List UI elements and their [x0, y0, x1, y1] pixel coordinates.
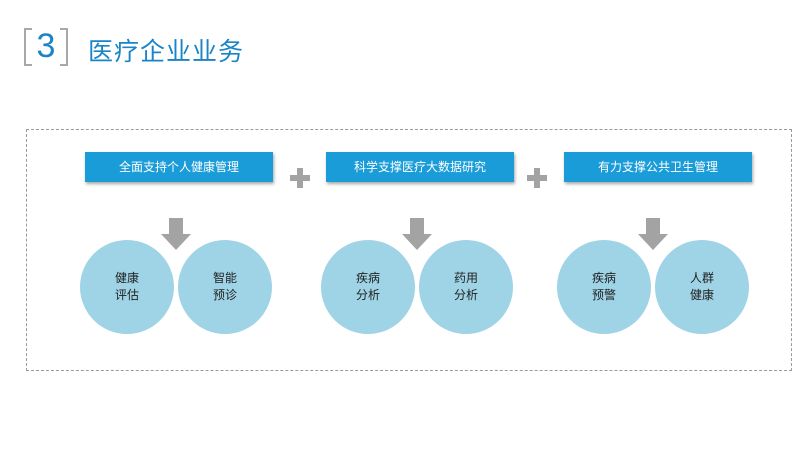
- circle-label: 健康: [689, 288, 714, 302]
- circle-label: 智能: [212, 271, 237, 285]
- down-arrow-icon: [402, 218, 432, 250]
- circle-label: 疾病: [591, 271, 616, 285]
- circle-label: 分析: [355, 288, 380, 302]
- circle-label: 人群: [689, 271, 714, 285]
- circle-label: 健康: [114, 271, 139, 285]
- group-medical-bigdata: 科学支撑医疗大数据研究 疾病 分析 药用 分析: [318, 130, 538, 370]
- banner-public-health: 有力支撑公共卫生管理: [564, 152, 752, 182]
- group-public-health: 有力支撑公共卫生管理 疾病 预警 人群 健康: [554, 130, 774, 370]
- circle-drug-analysis: 药用 分析: [418, 239, 514, 335]
- circle-health-assessment: 健康 评估: [79, 239, 175, 335]
- plus-icon: [527, 168, 547, 188]
- circle-label: 评估: [114, 288, 139, 302]
- banner-medical-bigdata: 科学支撑医疗大数据研究: [326, 152, 514, 182]
- circle-smart-prediagnosis: 智能 预诊: [177, 239, 273, 335]
- banner-personal-health: 全面支持个人健康管理: [85, 152, 273, 182]
- page-title: 医疗企业业务: [88, 37, 245, 66]
- circle-disease-warning: 疾病 预警: [556, 239, 652, 335]
- section-number: 3: [24, 26, 68, 66]
- circle-label: 预诊: [212, 288, 237, 302]
- circle-disease-analysis: 疾病 分析: [320, 239, 416, 335]
- circle-population-health: 人群 健康: [654, 239, 750, 335]
- business-frame: 全面支持个人健康管理 健康 评估 智能 预诊 科学支撑医疗大数据研究 疾病 分析: [26, 129, 792, 371]
- group-personal-health: 全面支持个人健康管理 健康 评估 智能 预诊: [79, 130, 299, 370]
- circle-label: 预警: [591, 288, 616, 302]
- down-arrow-icon: [638, 218, 668, 250]
- plus-icon: [290, 168, 310, 188]
- down-arrow-icon: [161, 218, 191, 250]
- circle-label: 分析: [453, 288, 478, 302]
- circle-label: 药用: [453, 271, 478, 285]
- circle-label: 疾病: [355, 271, 380, 285]
